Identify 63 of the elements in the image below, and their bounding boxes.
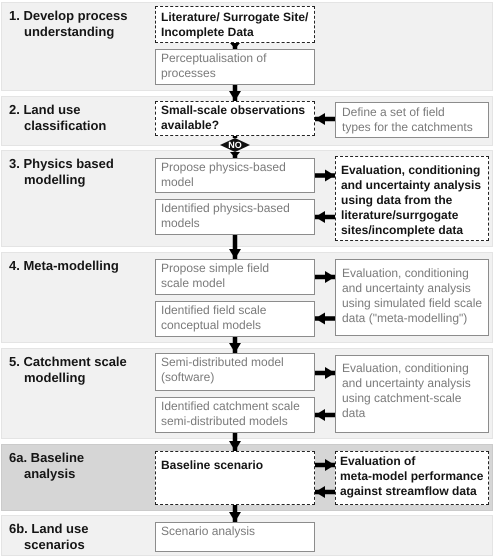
process-box [155,397,315,433]
step-text: Evaluation, conditioning and uncertainty analysis using catchment-scale data [342,361,472,421]
step-text: Small-scale observations available? [161,103,306,133]
step-band [1,2,493,91]
step-band [1,150,493,247]
step-band [1,515,493,556]
step-text: Scenario analysis [161,524,256,539]
step-title: 3. Physics based modelling [9,156,115,188]
process-box [155,49,315,85]
step-text: Perceptualisation of processes [161,51,268,81]
arrow [315,170,335,182]
decision-label: NO [228,140,242,150]
arrow [315,409,335,421]
step-text: Literature/ Surrogate Site/ Incomplete Data [161,10,310,40]
step-text: Evaluation, conditioning and uncertainty analysis using simulated field scale data ("meta-modelling") [342,266,484,326]
step-title: 6b. Land use scenarios [9,521,90,553]
arrow [315,459,335,471]
arrow [229,505,241,522]
step-title: 2. Land use classification [9,102,108,134]
step-text: Identified catchment scale semi-distributed models [161,399,301,429]
arrow [315,211,335,223]
step-title: 5. Catchment scale modelling [9,354,128,386]
arrow [315,312,335,324]
arrow [315,113,335,125]
step-band [1,252,493,343]
process-box [335,355,489,433]
arrow [230,43,240,49]
step-band [1,348,493,439]
process-box [335,259,489,336]
process-box [155,199,315,235]
process-box [335,102,489,138]
arrow [230,152,240,158]
step-text: Baseline scenario [161,458,264,473]
process-box [155,259,315,295]
step-text: Propose simple field scale model [161,261,270,291]
step-title: 6a. Baseline analysis [9,450,86,482]
dashed-process-box [155,101,315,136]
connector-line [232,136,238,138]
arrow [315,271,335,283]
step-text: Propose physics-based model [161,160,287,190]
arrow [229,85,241,101]
arrow [229,235,241,259]
dashed-process-box [335,451,489,505]
step-text: Evaluation, conditioning and uncertainty analysis using data from the literature/surrgogate sites/incomplete data [341,163,482,238]
step-band [1,444,493,511]
step-text: Define a set of field types for the catchments [342,105,474,135]
process-box [155,158,315,193]
process-box [155,522,315,552]
step-text: Evaluation of meta-model performance against streamflow data [340,454,484,499]
step-text: Identified field scale conceptual models [161,303,268,333]
arrow [315,367,335,379]
step-text: Semi-distributed model (software) [161,355,285,385]
process-box [155,301,315,337]
step-text: Identified physics-based models [161,201,291,231]
dashed-process-box [155,451,315,505]
process-box [155,353,315,391]
arrow [315,486,335,498]
dashed-process-box [335,156,489,241]
arrow [229,337,241,353]
arrow [229,433,241,451]
step-title: 1. Develop process understanding [9,8,128,40]
dashed-process-box [155,6,315,43]
step-title: 4. Meta-modelling [9,258,120,274]
